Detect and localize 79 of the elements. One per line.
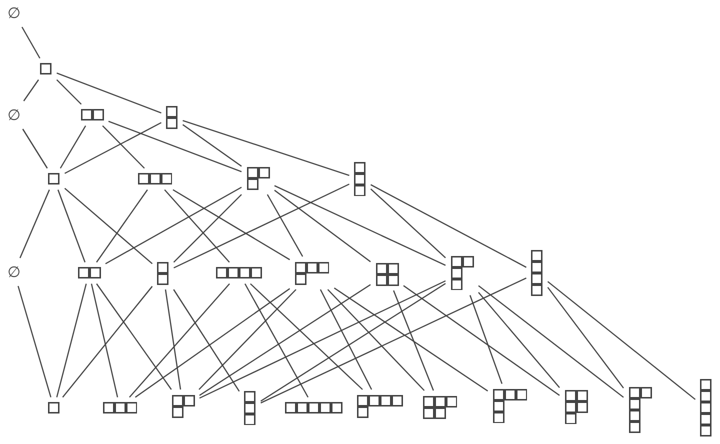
young-diagram — [354, 162, 366, 196]
young-diagram — [628, 387, 652, 433]
connector-line — [266, 194, 304, 257]
connector-line — [56, 284, 87, 398]
connector-line — [547, 281, 696, 400]
young-diagram — [172, 394, 194, 418]
young-diagram — [157, 262, 169, 284]
empty-set-symbol: ∅ — [7, 4, 21, 22]
connector-line — [172, 189, 290, 260]
young-diagram — [531, 250, 543, 296]
connector-line — [370, 188, 446, 258]
connector-line — [60, 125, 86, 169]
connector-line — [129, 283, 230, 398]
connector-line — [469, 295, 503, 384]
connector-line — [108, 120, 242, 172]
young-diagram — [564, 390, 588, 424]
young-diagram — [422, 396, 458, 418]
connector-line — [199, 284, 371, 396]
connector-line — [23, 79, 40, 102]
connector-line — [56, 72, 162, 114]
connector-line — [260, 278, 526, 404]
connector-line — [370, 184, 527, 268]
young-diagram — [376, 262, 398, 286]
single-cell-square — [48, 402, 60, 414]
young-diagram — [285, 402, 343, 414]
connector-line — [198, 289, 296, 390]
connector-line — [478, 292, 560, 388]
connector-line — [182, 120, 350, 176]
connector-line — [57, 190, 86, 262]
connector-line — [164, 189, 230, 263]
empty-set-symbol: ∅ — [7, 263, 21, 281]
connector-line — [164, 289, 182, 390]
connector-line — [547, 286, 624, 388]
young-diagram — [294, 262, 330, 284]
connector-line — [393, 290, 434, 391]
young-diagram — [80, 109, 104, 121]
young-diagram — [166, 106, 178, 128]
connector-line — [274, 190, 371, 262]
young-diagram — [246, 166, 270, 190]
connector-line — [62, 286, 153, 398]
connector-line — [96, 189, 148, 263]
young-diagram — [450, 256, 474, 290]
connector-line — [182, 124, 242, 167]
young-diagram — [102, 402, 138, 414]
young-diagram — [78, 267, 100, 279]
young-diagram — [216, 267, 262, 279]
connector-line — [19, 190, 50, 258]
connector-line — [327, 289, 425, 391]
connector-line — [250, 283, 363, 390]
connector-line — [18, 286, 52, 398]
young-diagram — [357, 394, 403, 418]
connector-line — [64, 122, 162, 174]
connector-line — [173, 289, 240, 392]
young-diagram — [700, 379, 712, 437]
connector-line — [102, 125, 145, 169]
connector-line — [22, 128, 48, 169]
connector-line — [64, 188, 153, 264]
connector-line — [56, 79, 82, 105]
connector-line — [134, 288, 290, 398]
connector-line — [174, 184, 350, 268]
connector-line — [90, 284, 118, 398]
connector-line — [96, 283, 172, 390]
connector-line — [260, 283, 446, 402]
young-diagram — [492, 388, 528, 424]
connector-line — [21, 26, 40, 59]
young-diagram — [138, 173, 172, 185]
connector-line — [244, 283, 309, 398]
young-diagram — [244, 390, 256, 426]
single-cell-square — [48, 173, 60, 185]
connector-line — [173, 194, 242, 263]
empty-set-symbol: ∅ — [7, 106, 21, 124]
single-cell-square — [40, 63, 52, 75]
connector-line — [199, 280, 446, 399]
connector-line — [274, 185, 446, 266]
connector-line — [320, 289, 372, 390]
connector-line — [105, 186, 242, 264]
connector-line — [478, 285, 624, 398]
connector-line — [403, 285, 560, 396]
connector-line — [334, 287, 488, 392]
